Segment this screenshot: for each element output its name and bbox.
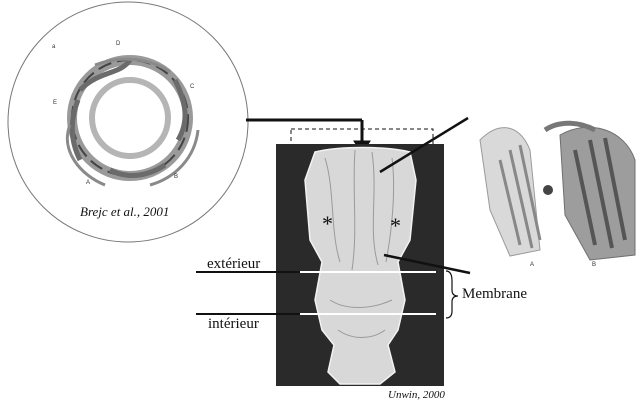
right-panel-label-b: B — [592, 262, 596, 268]
right-panel-label-a: A — [530, 262, 534, 268]
subunit-label-c: C — [190, 84, 194, 90]
subunit-label-b: B — [174, 174, 178, 180]
asterisk-left: * — [322, 211, 333, 237]
citation-unwin: Unwin, 2000 — [388, 389, 445, 401]
label-exterior: extérieur — [207, 256, 260, 273]
subunit-label-a: A — [86, 180, 90, 186]
label-membrane: Membrane — [462, 286, 527, 303]
em-density-panel — [276, 144, 444, 386]
label-interior: intérieur — [208, 316, 259, 333]
protein-side-view — [480, 123, 635, 260]
membrane-bracket — [446, 271, 458, 318]
subunit-label-d: D — [116, 41, 120, 47]
citation-brejc: Brejc et al., 2001 — [80, 204, 169, 220]
panel-label-a: a — [52, 44, 55, 50]
subunit-label-e: E — [53, 100, 57, 106]
asterisk-right: * — [390, 213, 401, 239]
